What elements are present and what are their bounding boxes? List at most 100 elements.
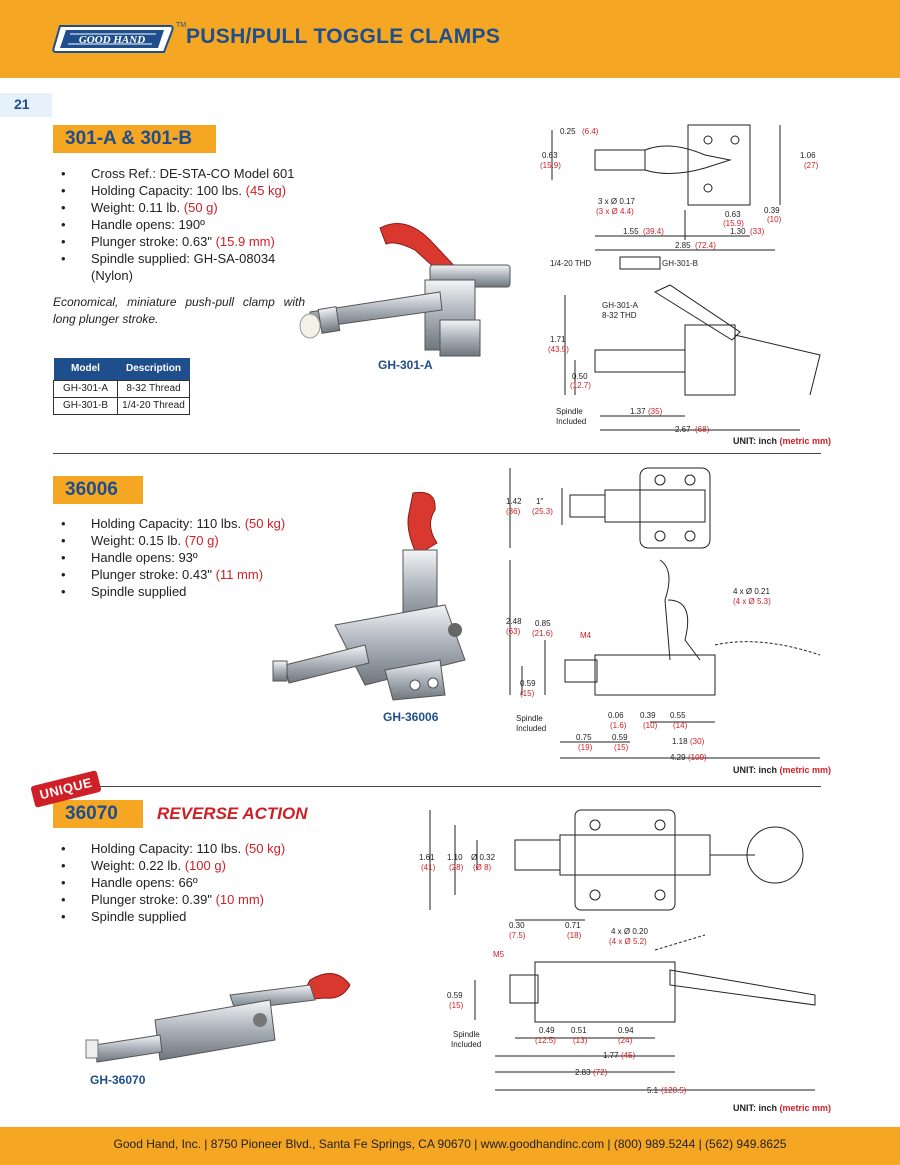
column-header-description: Description [117,358,190,380]
dim-label: 8-32 THD [602,311,637,320]
dim-label: 1.06 [800,151,816,160]
dim-label-metric: (12.5) [535,1036,556,1045]
dim-label: Spindle [556,407,583,416]
dim-label-metric: (1.6) [610,721,627,730]
dim-label: GH-301-B [662,259,698,268]
dim-label-metric: (33) [750,227,765,236]
product-image-label: GH-36070 [90,1073,146,1087]
dim-label-metric: (10) [767,215,782,224]
spec-item: Holding Capacity: 110 lbs. (50 kg) [53,515,285,532]
dim-label: Spindle [516,714,543,723]
spec-item: Spindle supplied [53,583,285,600]
dim-label-metric: (19) [578,743,593,752]
spec-item-continued: (Nylon) [91,268,133,283]
dim-label-metric: (36) [506,507,521,516]
dim-label: Spindle [453,1030,480,1039]
dim-label: 1.10 [447,853,463,862]
logo-text: GOOD HAND [79,34,145,46]
table-cell: 1/4-20 Thread [117,396,190,415]
dim-label: 2.48 [506,617,522,626]
dim-label-metric: (28) [449,863,464,872]
spec-list-36070: Holding Capacity: 110 lbs. (50 kg) Weigh… [53,840,285,925]
spec-item: Plunger stroke: 0.63" (15.9 mm) [53,233,294,250]
dim-label-metric: (15.9) [540,161,561,170]
dim-label-metric: (3 x Ø 4.4) [596,207,634,216]
dimension-drawing-301: 0.25 (6.4) 0.63 (15.9) 1.06 (27) 3 x Ø 0… [540,124,821,434]
dim-label: 1.71 [550,335,566,344]
spec-item: Holding Capacity: 100 lbs. (45 kg) [53,182,294,199]
dim-label-metric: (15) [614,743,629,752]
dim-label-metric: (72) [593,1068,608,1077]
unit-note: UNIT: inch (metric mm) [733,765,832,775]
product-title-36006: 36006 [53,476,143,504]
dim-label: 0.39 [640,711,656,720]
dim-label: Ø 0.32 [471,853,496,862]
dim-label-metric: (18) [567,931,582,940]
dim-label-metric: (Ø 8) [473,863,492,872]
table-row: GH-301-A 8-32 Thread [53,379,190,398]
dim-label: 0.63 [725,210,741,219]
table-cell: GH-301-A [53,379,118,398]
dim-label: 1.42 [506,497,522,506]
product-title-301: 301-A & 301-B [53,125,216,153]
spec-item: Holding Capacity: 110 lbs. (50 kg) [53,840,285,857]
dim-label-metric: M5 [493,950,505,959]
dim-label-metric: (6.4) [582,127,599,136]
dim-label: 0.85 [535,619,551,628]
dim-label: 0.63 [542,151,558,160]
dim-label-metric: (15) [520,689,535,698]
dim-label-metric: (68) [695,425,710,434]
dim-label: 2.67 [675,425,691,434]
spec-list-36006: Holding Capacity: 110 lbs. (50 kg) Weigh… [53,515,285,600]
dim-label-metric: M4 [580,631,592,640]
spec-item: Handle opens: 66º [53,874,285,891]
dim-label-metric: (25.3) [532,507,553,516]
dim-label-metric: (27) [804,161,819,170]
spec-item: Plunger stroke: 0.43" (11 mm) [53,566,285,583]
dim-label: Included [556,417,586,426]
spec-item: Spindle supplied [53,908,285,925]
dim-label: 1.30 [730,227,746,236]
product-photo-gh-36070 [85,973,351,1063]
dim-label: 0.25 [560,127,576,136]
dim-label: 5.1 [647,1086,659,1095]
product-image-label: GH-301-A [378,358,433,372]
dim-label: Included [451,1040,481,1049]
table-cell: 8-32 Thread [117,379,190,398]
dim-label-metric: (41) [421,863,436,872]
dim-label: 0.59 [612,733,628,742]
dim-label: 1.77 [603,1051,619,1060]
dim-label: 0.59 [447,991,463,1000]
page-number: 21 [0,93,52,117]
trademark-mark: TM [176,22,187,29]
dim-label-metric: (72.4) [695,241,716,250]
dim-label-metric: (10) [643,721,658,730]
dimension-drawing-36006: 1.42 (36) 1" (25.3) 4 x Ø 0.21 (4 x Ø 5.… [506,467,821,762]
spec-item: Spindle supplied: GH-SA-08034 [53,250,294,267]
dim-label: 0.94 [618,1026,634,1035]
dim-label-metric: (15) [449,1001,464,1010]
dim-label: 3 x Ø 0.17 [598,197,635,206]
dim-label-metric: (43.5) [548,345,569,354]
section-divider [53,786,821,787]
dim-label-metric: (45) [621,1051,636,1060]
table-row: GH-301-B 1/4-20 Thread [53,396,190,415]
spec-list-301: Cross Ref.: DE-STA-CO Model 601 Holding … [53,165,294,284]
dim-label: 4 x Ø 0.20 [611,927,648,936]
spec-item: Weight: 0.11 lb. (50 g) [53,199,294,216]
dim-label: 0.51 [571,1026,587,1035]
dim-label: 1" [536,497,543,506]
dim-label-metric: (12.7) [570,381,591,390]
dim-label-metric: (4 x Ø 5.2) [609,937,647,946]
dim-label: 0.39 [764,206,780,215]
product-photo-gh-301-a [299,223,511,357]
table-header-row: Model Description [53,358,190,380]
dim-label-metric: (128.5) [661,1086,687,1095]
dim-label: GH-301-A [602,301,639,310]
dim-label-metric: (39.4) [643,227,664,236]
spec-item: Weight: 0.22 lb. (100 g) [53,857,285,874]
unit-note: UNIT: inch (metric mm) [733,436,832,446]
dim-label-metric: (7.5) [509,931,526,940]
dim-label-metric: (4 x Ø 5.3) [733,597,771,606]
page-header: GOOD HAND TM PUSH/PULL TOGGLE CLAMPS [0,0,900,78]
